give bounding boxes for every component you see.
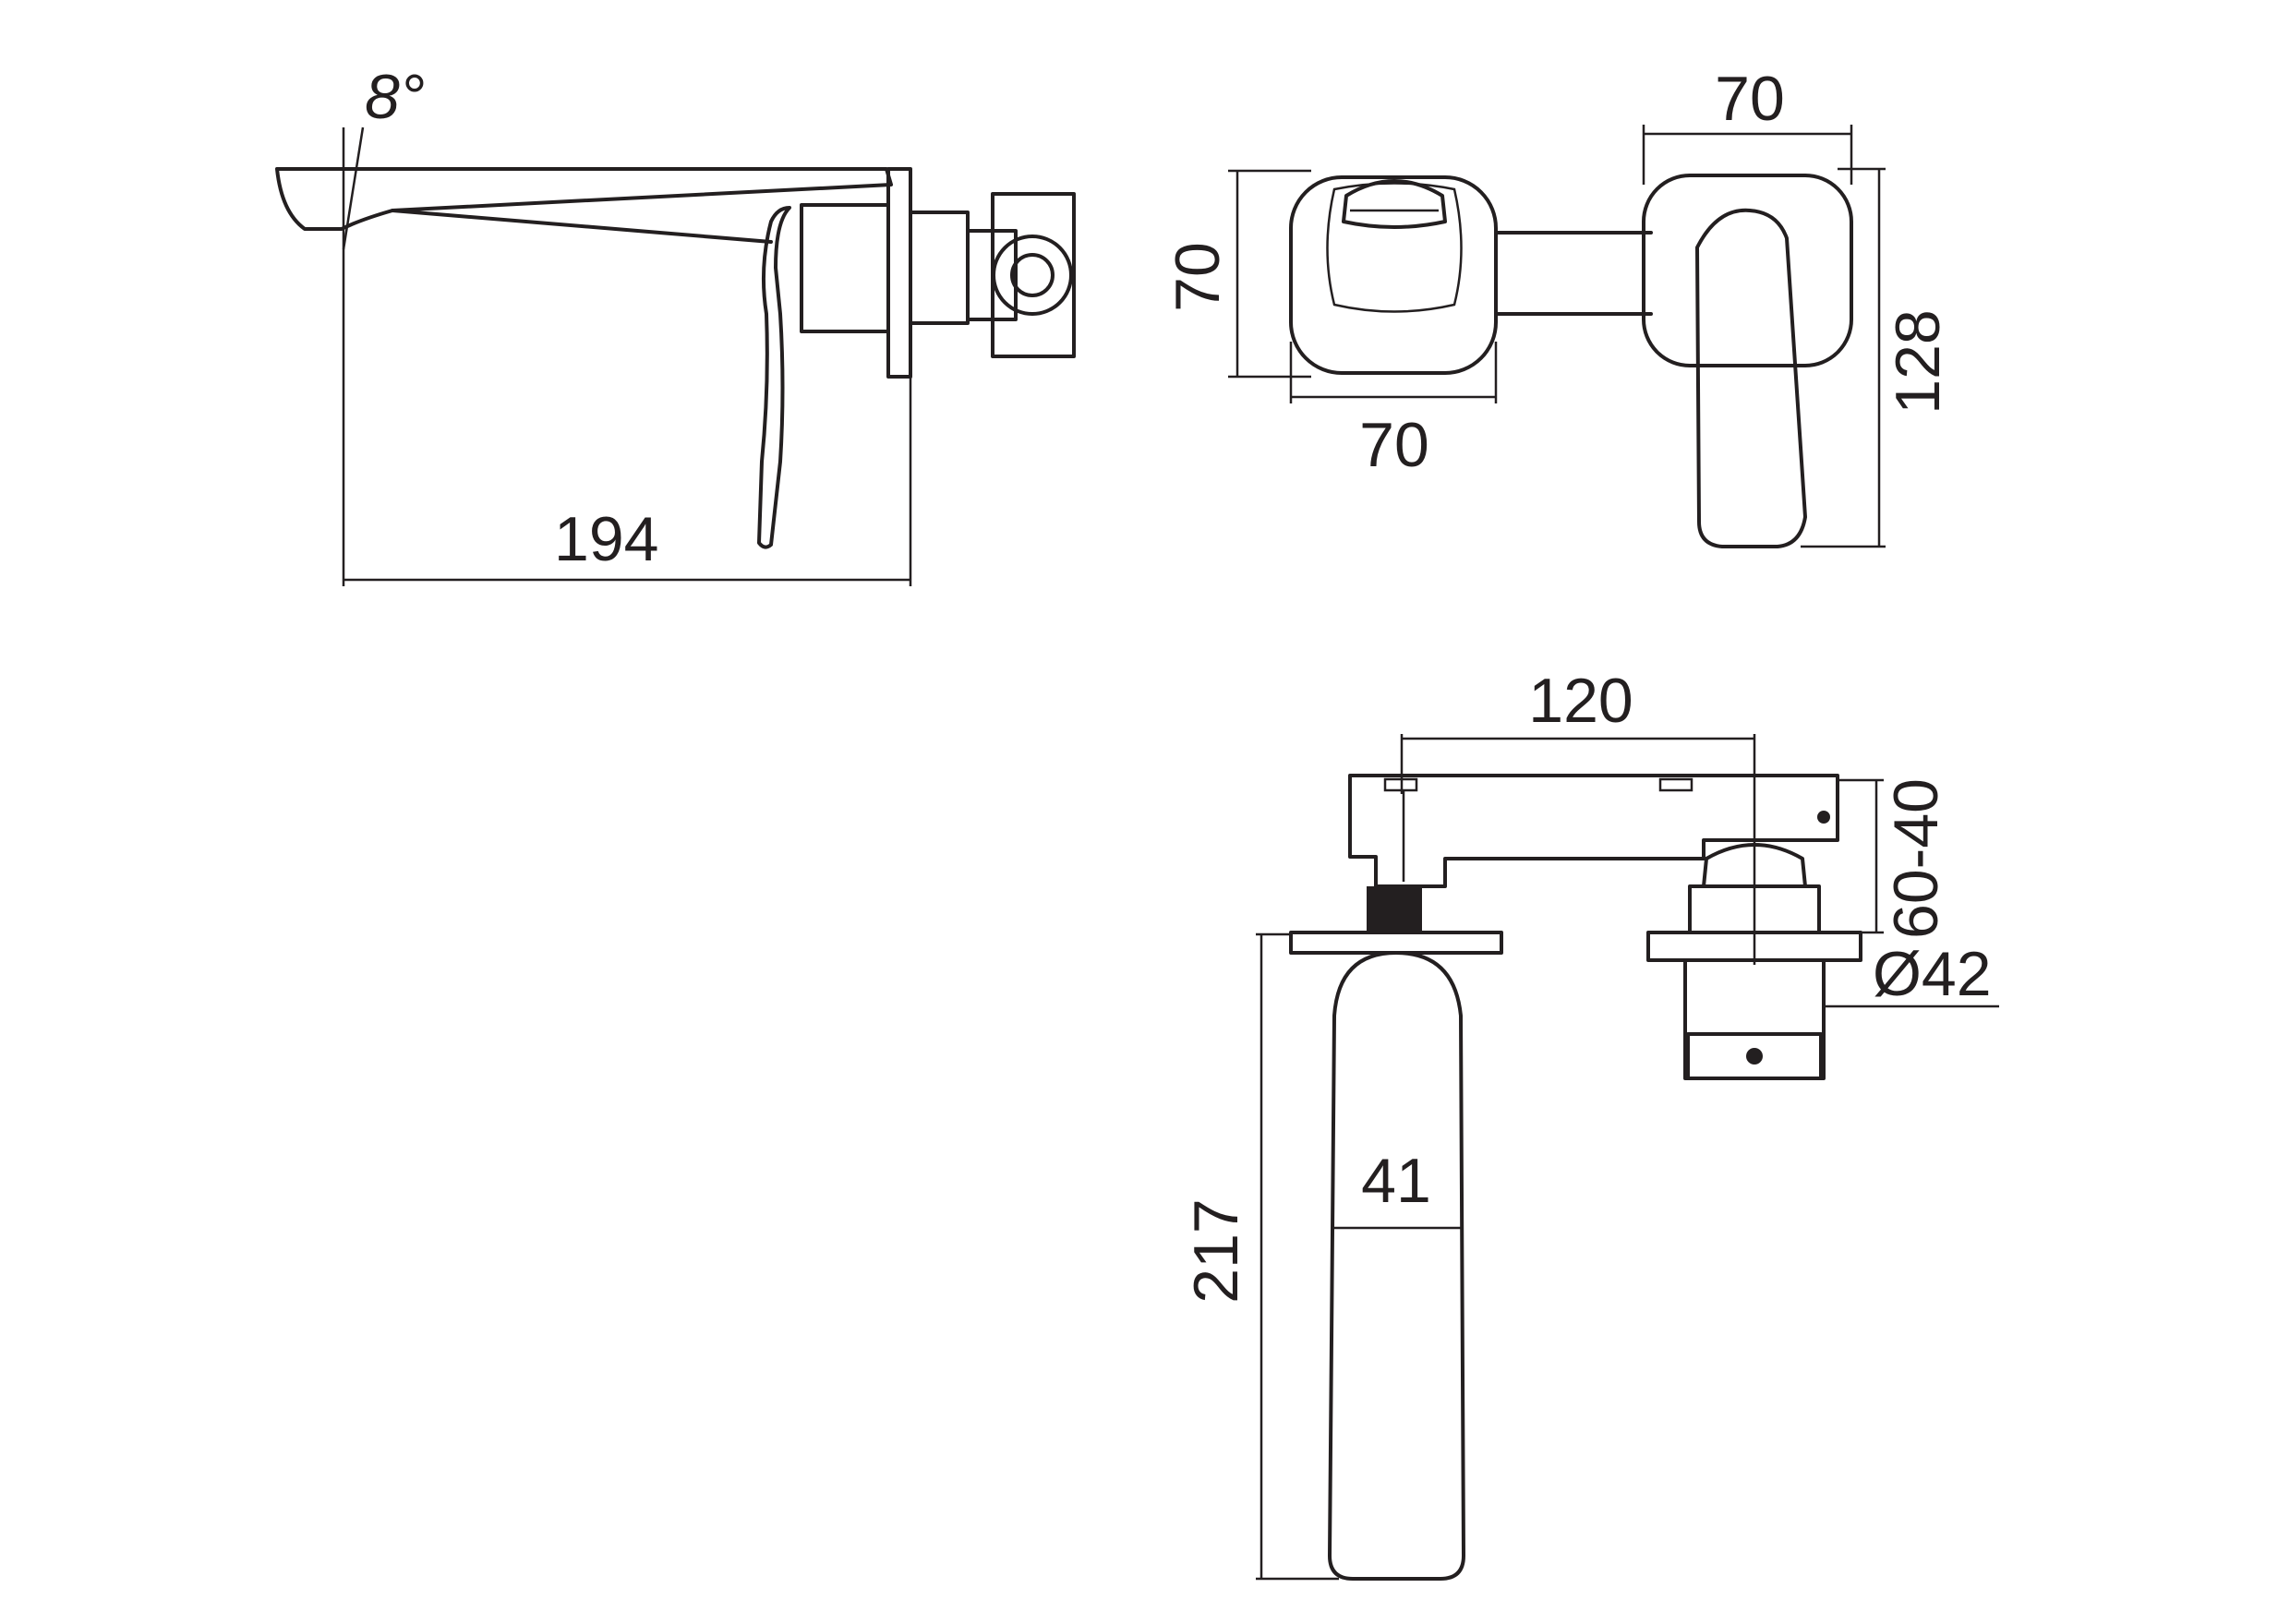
side-wall-flange xyxy=(886,167,912,379)
side-valve-bracket xyxy=(991,192,1076,358)
top-view: 120 60-40 Ø42 41 217 xyxy=(1181,666,1999,1581)
side-view: 8° 194 xyxy=(275,62,1076,586)
side-valve-core xyxy=(1010,253,1055,297)
dim-120-label: 120 xyxy=(1528,666,1633,736)
front-plate-inner xyxy=(1326,182,1463,313)
side-body xyxy=(800,203,890,333)
dim-dia-label: Ø42 xyxy=(1873,939,1992,1009)
side-valve-block xyxy=(966,229,1018,321)
side-neck xyxy=(909,211,970,325)
dim-lever-w-label: 70 xyxy=(1715,64,1785,134)
dim-plate-w-label: 70 xyxy=(1359,410,1429,480)
top-arm-screw xyxy=(1817,811,1830,824)
side-spout-under xyxy=(391,209,773,244)
top-valve-cap xyxy=(1702,843,1807,888)
top-arm-notch-2 xyxy=(1658,777,1693,792)
front-plate xyxy=(1289,175,1498,375)
front-lever xyxy=(1695,208,1807,548)
side-valve-ring xyxy=(992,235,1073,316)
top-valve-screw xyxy=(1746,1048,1763,1065)
angle-label: 8° xyxy=(365,62,425,132)
top-spout-body xyxy=(1328,951,1465,1581)
dim-lever-h-label: 128 xyxy=(1883,309,1953,414)
side-spout-outline xyxy=(275,167,893,231)
top-spout-flange xyxy=(1289,931,1503,955)
dim-217-label: 217 xyxy=(1181,1198,1251,1303)
front-view: 70 70 70 128 xyxy=(1163,64,1953,548)
top-valve-base xyxy=(1686,1032,1823,1080)
front-lever-housing xyxy=(1642,174,1853,367)
side-handle xyxy=(757,206,791,549)
dim-plate-h-label: 70 xyxy=(1163,242,1233,312)
front-outlet xyxy=(1342,179,1447,229)
top-thread-connector xyxy=(1367,886,1422,932)
dim-194-label: 194 xyxy=(554,504,658,574)
angle-tilted-line xyxy=(342,126,365,250)
top-spout-arm xyxy=(1348,774,1839,888)
dim-6040-label: 60-40 xyxy=(1881,778,1951,939)
dim-41-label: 41 xyxy=(1361,1146,1431,1216)
